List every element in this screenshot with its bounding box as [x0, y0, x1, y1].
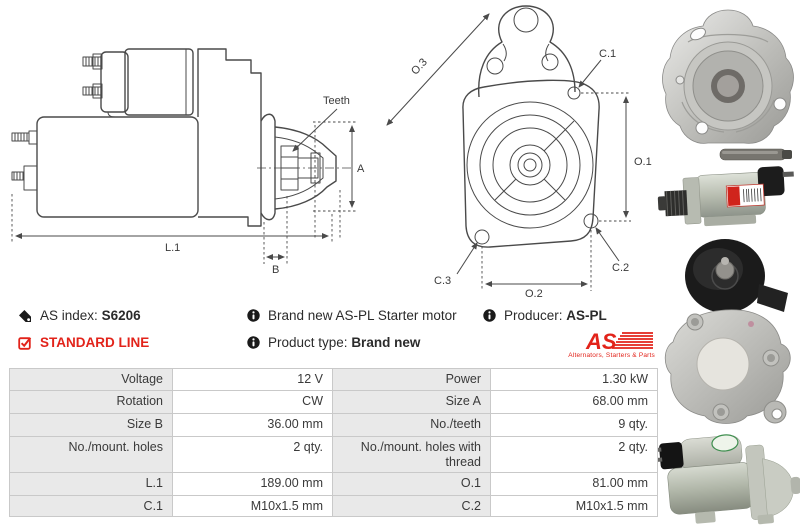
dimension-l1: L.1	[11, 194, 333, 254]
dimension-o1: O.1	[581, 92, 652, 222]
spec-label-size-b: Size B	[9, 413, 173, 437]
dimension-o2: O.2	[481, 230, 592, 300]
product-type-label: Product type:	[268, 335, 348, 350]
callout-c3: C.3	[434, 242, 478, 287]
producer-value: AS-PL	[566, 308, 607, 323]
front-bore-circles	[466, 101, 594, 229]
spec-value-o1: 81.00 mm	[490, 472, 658, 496]
spec-label-size-a: Size A	[332, 390, 491, 414]
spec-value-size-b: 36.00 mm	[172, 413, 333, 437]
hole-c2	[583, 213, 599, 229]
end-bracket-outline	[197, 48, 262, 227]
as-pl-logo: AS Alternators, Starters & Parts	[560, 330, 655, 359]
dim-label-c3: C.3	[434, 275, 451, 287]
info-icon	[247, 336, 260, 349]
label-teeth: Teeth	[323, 95, 350, 107]
solenoid-outline	[82, 48, 194, 118]
spec-value-l1: 189.00 mm	[172, 472, 333, 496]
spec-value-power: 1.30 kW	[490, 368, 658, 391]
standard-line-label: STANDARD LINE	[40, 335, 150, 350]
dim-label-l1: L.1	[165, 242, 180, 254]
dim-label-o1: O.1	[634, 156, 652, 168]
drive-end-outline	[257, 113, 351, 221]
dim-label-o2: O.2	[525, 288, 543, 300]
product-description: Brand new AS-PL Starter motor	[247, 308, 457, 323]
dim-label-c1: C.1	[599, 48, 616, 60]
product-photo-rear[interactable]	[659, 236, 799, 426]
spec-value-voltage: 12 V	[172, 368, 333, 391]
product-photo-bolt[interactable]	[719, 148, 792, 161]
spec-value-c1: M10x1.5 mm	[172, 495, 333, 517]
motor-body-outline	[36, 116, 199, 218]
info-icon	[247, 309, 260, 322]
hole-c1	[567, 86, 581, 100]
spec-label-rotation: Rotation	[9, 390, 173, 414]
product-type: Product type: Brand new	[247, 335, 420, 350]
info-icon	[483, 309, 496, 322]
dimension-o3: O.3	[386, 13, 490, 126]
dimension-a: A	[313, 121, 365, 240]
callout-c2: C.2	[595, 227, 629, 274]
spec-value-no-teeth: 9 qty.	[490, 413, 658, 437]
product-type-value: Brand new	[351, 335, 421, 350]
callout-c1: C.1	[578, 48, 616, 88]
table-row: No./mount. holes 2 qty. No./mount. holes…	[9, 436, 658, 473]
diagram-side-view: A L.1 B Teeth	[11, 48, 365, 276]
standard-line-checkbox-icon	[18, 336, 32, 350]
spec-label-voltage: Voltage	[9, 368, 173, 391]
spec-label-o1: O.1	[332, 472, 491, 496]
spec-value-mount-holes-thread: 2 qty.	[490, 436, 658, 473]
product-photo-threequarter[interactable]	[656, 428, 800, 528]
as-index: AS index: S6206	[18, 308, 141, 323]
diagram-front-view: O.3 C.1 O.1 C.2 C.3 O.2	[386, 5, 652, 300]
as-index-value: S6206	[101, 308, 141, 323]
table-row: Rotation CW Size A 68.00 mm	[9, 390, 658, 414]
dim-label-a: A	[357, 163, 365, 175]
as-index-label: AS index:	[40, 308, 98, 323]
description-text: Brand new AS-PL Starter motor	[268, 308, 457, 323]
spec-value-mount-holes: 2 qty.	[172, 436, 333, 473]
dim-label-c2: C.2	[612, 262, 629, 274]
front-top-mount	[478, 5, 576, 98]
table-row: Voltage 12 V Power 1.30 kW	[9, 368, 658, 391]
as-pl-logo-text: AS	[585, 330, 617, 352]
as-pl-logo-mark: AS	[585, 330, 653, 352]
producer-label: Producer:	[504, 308, 563, 323]
spec-label-no-teeth: No./teeth	[332, 413, 491, 437]
hole-c3	[474, 229, 490, 245]
teeth-callout: Teeth	[292, 95, 350, 152]
dimension-b: B	[263, 196, 288, 276]
spec-label-l1: L.1	[9, 472, 173, 496]
spec-value-c2: M10x1.5 mm	[490, 495, 658, 517]
table-row: C.1 M10x1.5 mm C.2 M10x1.5 mm	[9, 495, 658, 517]
spec-label-power: Power	[332, 368, 491, 391]
spec-value-rotation: CW	[172, 390, 333, 414]
table-row: Size B 36.00 mm No./teeth 9 qty.	[9, 413, 658, 437]
front-flange-outline	[462, 79, 600, 248]
dim-label-o3: O.3	[409, 56, 430, 77]
spec-label-c2: C.2	[332, 495, 491, 517]
product-photo-side-label[interactable]	[657, 160, 799, 234]
product-photo-front-flange[interactable]	[658, 2, 798, 162]
tag-icon	[19, 309, 31, 322]
table-row: L.1 189.00 mm O.1 81.00 mm	[9, 472, 658, 496]
spec-value-size-a: 68.00 mm	[490, 390, 658, 414]
spec-label-mount-holes-thread: No./mount. holes with thread	[332, 436, 491, 473]
spec-label-mount-holes: No./mount. holes	[9, 436, 173, 473]
spec-table: Voltage 12 V Power 1.30 kW Rotation CW S…	[9, 368, 658, 517]
dim-label-b: B	[272, 264, 279, 276]
producer: Producer: AS-PL	[483, 308, 607, 323]
spec-label-c1: C.1	[9, 495, 173, 517]
terminal-studs	[11, 130, 38, 191]
as-pl-logo-tagline: Alternators, Starters & Parts	[568, 352, 655, 359]
standard-line-badge: STANDARD LINE	[18, 335, 149, 350]
